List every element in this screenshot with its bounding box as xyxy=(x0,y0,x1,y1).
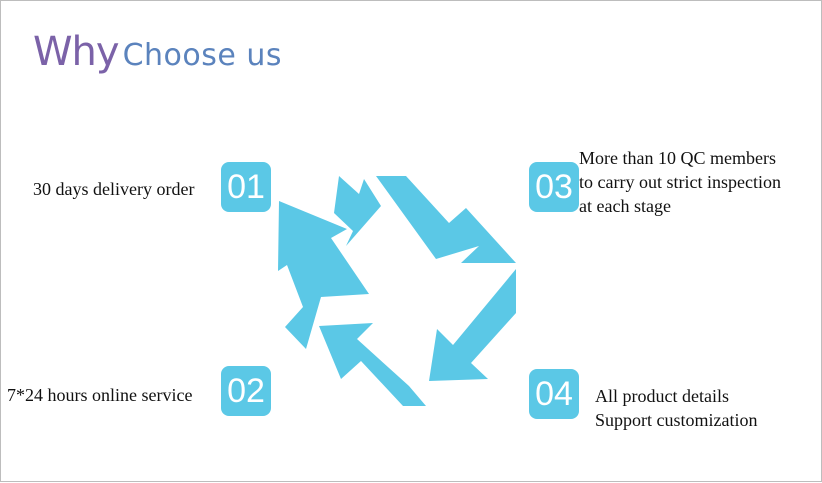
arrow-top-right xyxy=(376,176,516,263)
title-word-choose-us: Choose us xyxy=(122,38,283,73)
arrow-top-left xyxy=(334,176,381,246)
item-04-text: All product details Support customizatio… xyxy=(595,386,758,430)
arrow-right xyxy=(429,269,516,381)
badge-04: 04 xyxy=(529,369,579,419)
title-word-why: Why xyxy=(33,29,120,75)
badge-01: 01 xyxy=(221,162,271,212)
item-01-text: 30 days delivery order xyxy=(33,179,195,199)
item-03-text: More than 10 QC members to carry out str… xyxy=(579,148,781,216)
arrow-bottom xyxy=(319,323,426,406)
slide-title: Why Choose us xyxy=(33,29,282,75)
badge-02: 02 xyxy=(221,366,271,416)
badge-03: 03 xyxy=(529,162,579,212)
item-02-text: 7*24 hours online service xyxy=(7,385,193,405)
arrow-left xyxy=(278,201,369,349)
